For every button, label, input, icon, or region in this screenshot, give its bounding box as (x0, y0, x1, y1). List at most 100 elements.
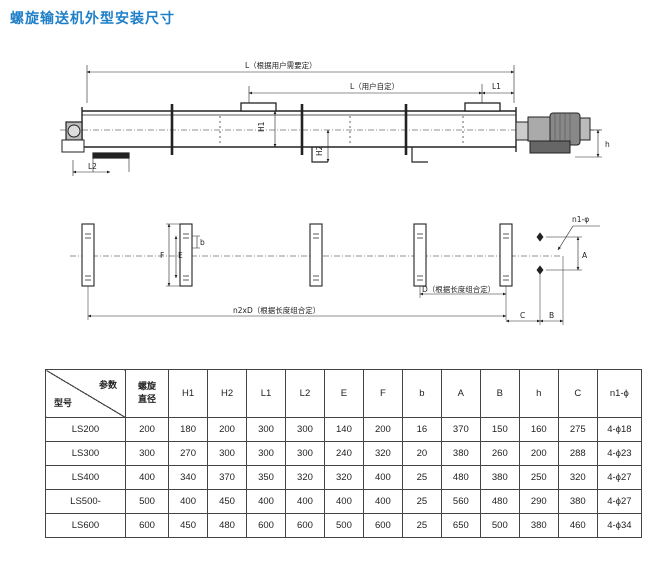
value-cell: 20 (401, 441, 442, 466)
column-header: b (401, 369, 442, 418)
plan-view (70, 223, 600, 325)
value-cell: 370 (440, 417, 481, 442)
value-cell: 300 (246, 441, 286, 466)
value-cell: 150 (479, 417, 520, 442)
spec-table: 参数 型号 螺旋 直径 H1 H2 L1 L2 E F b A B h C n1… (45, 369, 643, 538)
value-cell: 300 (284, 417, 325, 442)
value-cell: 270 (168, 441, 209, 466)
value-cell: 380 (440, 441, 481, 466)
column-header: E (323, 369, 364, 418)
foot-plate (499, 223, 513, 287)
value-cell: 320 (362, 441, 403, 466)
value-cell: 250 (518, 465, 559, 490)
value-cell: 460 (557, 513, 598, 538)
value-cell: 200 (362, 417, 403, 442)
value-cell: 500 (479, 513, 520, 538)
foot-plate (179, 223, 193, 287)
value-cell: 400 (323, 489, 364, 514)
value-cell: 450 (207, 489, 248, 514)
column-header: L1 (246, 369, 286, 418)
model-cell: LS400 (45, 465, 126, 490)
diameter-header: 螺旋 直径 (124, 369, 170, 418)
column-header: H1 (168, 369, 209, 418)
label-H2: H2 (315, 145, 324, 156)
column-header: B (479, 369, 520, 418)
value-cell: 340 (168, 465, 209, 490)
value-cell: 560 (440, 489, 481, 514)
value-cell: 300 (246, 417, 286, 442)
column-header: L2 (284, 369, 325, 418)
discharge-flange (92, 152, 130, 159)
model-cell: LS500- (45, 489, 126, 514)
outlet-flange-top (464, 102, 501, 112)
value-cell: 600 (246, 513, 286, 538)
diameter-header-line2: 直径 (138, 394, 157, 405)
label-H1: H1 (257, 121, 266, 132)
value-cell: 400 (168, 489, 209, 514)
support-foot (311, 147, 328, 163)
corner-model-label: 型号 (54, 399, 73, 409)
label-n2xD: n2xD（根据长度组合定） (233, 305, 320, 315)
value-cell: 400 (362, 465, 403, 490)
label-E: E (178, 251, 183, 260)
value-cell: 275 (557, 417, 598, 442)
value-cell: 380 (557, 489, 598, 514)
model-cell: LS600 (45, 513, 126, 538)
column-header: F (362, 369, 403, 418)
value-cell: 25 (401, 465, 442, 490)
value-cell: 4-ϕ23 (596, 441, 643, 466)
label-L-user: L（用户自定） (350, 81, 399, 91)
diameter-cell: 400 (124, 465, 170, 490)
corner-param-label: 参数 (98, 381, 117, 391)
value-cell: 300 (207, 441, 248, 466)
value-cell: 380 (518, 513, 559, 538)
installation-drawing: L（根据用户需要定） L（用户自定） L1 H1 H2 L2 h (60, 60, 610, 325)
value-cell: 350 (246, 465, 286, 490)
bolt-hole (536, 265, 544, 275)
label-F: F (160, 251, 164, 260)
value-cell: 240 (323, 441, 364, 466)
value-cell: 140 (323, 417, 364, 442)
value-cell: 160 (518, 417, 559, 442)
head-bearing (515, 121, 529, 141)
value-cell: 260 (479, 441, 520, 466)
value-cell: 4-ϕ27 (596, 489, 643, 514)
value-cell: 288 (557, 441, 598, 466)
diameter-cell: 600 (124, 513, 170, 538)
diameter-header-line1: 螺旋 (138, 381, 157, 392)
diameter-cell: 500 (124, 489, 170, 514)
bolt-hole (536, 232, 544, 242)
value-cell: 380 (479, 465, 520, 490)
side-view (60, 65, 602, 176)
value-cell: 290 (518, 489, 559, 514)
value-cell: 4-ϕ18 (596, 417, 643, 442)
value-cell: 320 (284, 465, 325, 490)
value-cell: 400 (246, 489, 286, 514)
value-cell: 320 (557, 465, 598, 490)
model-cell: LS200 (45, 417, 126, 442)
value-cell: 500 (323, 513, 364, 538)
value-cell: 650 (440, 513, 481, 538)
label-B: B (549, 311, 554, 320)
value-cell: 600 (284, 513, 325, 538)
column-header: A (440, 369, 481, 418)
column-header: C (557, 369, 598, 418)
column-header: H2 (207, 369, 248, 418)
label-b: b (200, 238, 205, 247)
label-A: A (582, 251, 588, 260)
value-cell: 25 (401, 513, 442, 538)
foot-plate (413, 223, 427, 287)
value-cell: 480 (440, 465, 481, 490)
label-L-total: L（根据用户需要定） (245, 60, 317, 70)
value-cell: 480 (207, 513, 248, 538)
label-L2: L2 (88, 162, 97, 171)
label-C: C (520, 311, 525, 320)
column-header: n1-ϕ (596, 369, 643, 418)
gear-reducer (527, 116, 551, 142)
label-L1: L1 (492, 82, 501, 91)
value-cell: 320 (323, 465, 364, 490)
